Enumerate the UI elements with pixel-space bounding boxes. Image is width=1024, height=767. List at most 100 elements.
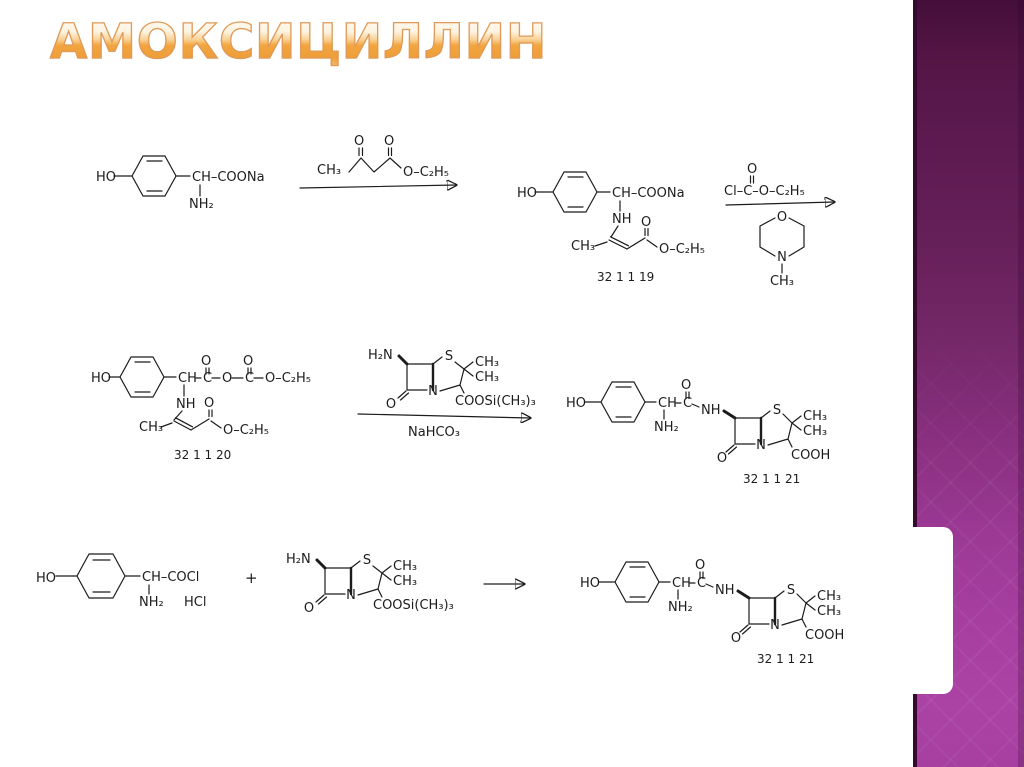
label-s: S (445, 349, 453, 364)
label-cooh: COOH (791, 448, 830, 463)
label-hcl: HCl (184, 595, 206, 610)
bonds (534, 176, 658, 250)
label-ester: O–C₂H₅ (223, 423, 269, 438)
compound-number: 32 1 1 21 (743, 472, 800, 486)
label-ch3: CH₃ (571, 239, 595, 254)
reaction-arrow-2 (725, 202, 834, 205)
label-formula: Cl–C–O–C₂H₅ (724, 184, 805, 199)
label-nh: NH (701, 403, 721, 418)
bonds (749, 175, 755, 184)
label-n: N (428, 384, 438, 399)
label-tms-ester: COOSi(CH₃)₃ (455, 394, 536, 409)
label-o: O (386, 397, 396, 412)
label-nh2: NH₂ (668, 600, 693, 615)
label-ch3: CH₃ (803, 409, 827, 424)
benzene-ring (131, 155, 177, 197)
label-ho: HO (96, 170, 116, 185)
bonds (598, 566, 816, 635)
structure-ethyl-chloroformate: Cl–C–O–C₂H₅ O (724, 162, 805, 199)
label-o: O (695, 558, 705, 573)
label-n: N (770, 618, 780, 633)
label-o: O (201, 354, 211, 369)
label-c: C (697, 576, 706, 591)
label-nh2: NH₂ (654, 420, 679, 435)
structure-apa-tms-ester: H₂N S CH₃ CH₃ N O COOSi(CH₃)₃ (368, 348, 536, 412)
reaction-arrow-1 (299, 185, 456, 188)
label-s: S (363, 553, 371, 568)
compound-number: 32 1 1 19 (597, 270, 654, 284)
label-o: O (731, 631, 741, 646)
label-nh: NH (715, 583, 735, 598)
structure-amoxicillin: HO CH C O NH NH₂ S CH₃ CH₃ N O COOH 32 1… (566, 378, 830, 486)
label-o: O (384, 134, 394, 149)
label-ch: CH (672, 576, 691, 591)
structure-amoxicillin: HO CH C O NH NH₂ S CH₃ CH₃ N O COOH 32 1… (580, 558, 844, 666)
label-cooh: COOH (805, 628, 844, 643)
structure-pg-acid-chloride: HO CH–COCl NH₂ HCl (36, 553, 206, 610)
label-c: C (683, 396, 692, 411)
label-ho: HO (517, 186, 537, 201)
bonds (759, 217, 805, 274)
label-ch3: CH₃ (393, 574, 417, 589)
bonds (584, 386, 802, 455)
label-n: N (346, 588, 356, 603)
structure-phg-sodium-salt: HO CH–COONa NH₂ (96, 155, 265, 212)
wedge-bond (722, 409, 737, 420)
page-title: АМОКСИЦИЛЛИН (49, 13, 548, 70)
label-ho: HO (36, 571, 56, 586)
label-ch3: CH₃ (475, 370, 499, 385)
sidebar-white-notch (896, 527, 953, 694)
benzene-ring (552, 171, 598, 213)
label-ch: CH (178, 371, 197, 386)
label-n: N (777, 250, 787, 265)
label-ch3: CH₃ (475, 355, 499, 370)
label-o: O (641, 215, 651, 230)
structure-mixed-anhydride: HO CH C O O C O O–C₂H₅ NH CH₃ O O–C₂H₅ 3… (91, 354, 311, 462)
label-o: O (747, 162, 757, 177)
structure-enamine-adduct: HO CH–COONa NH CH₃ O O–C₂H₅ 32 1 1 19 (517, 171, 705, 284)
label-h2n: H₂N (286, 552, 311, 567)
label-chain: CH–COONa (192, 170, 265, 185)
reaction-scheme: HO CH–COONa NH₂ CH₃ O O O–C₂H₅ HO CH–COO… (36, 134, 844, 666)
label-chain: CH–COCl (142, 570, 199, 585)
label-ester: O–C₂H₅ (659, 242, 705, 257)
compound-number: 32 1 1 20 (174, 448, 231, 462)
label-c: C (245, 371, 254, 386)
benzene-ring (600, 381, 646, 423)
reaction-arrow-3 (357, 414, 530, 418)
sidebar-right-edge (1018, 0, 1024, 767)
label-ho: HO (91, 371, 111, 386)
label-ch3: CH₃ (803, 424, 827, 439)
label-ch3: CH₃ (317, 163, 341, 178)
benzene-ring (614, 561, 660, 603)
label-h2n: H₂N (368, 348, 393, 363)
structure-apa-tms-ester: H₂N S CH₃ CH₃ N O COOSi(CH₃)₃ (286, 552, 454, 616)
label-ch3: CH₃ (817, 604, 841, 619)
label-o: O (243, 354, 253, 369)
structure-n-methylmorpholine: O N CH₃ (759, 210, 805, 289)
condition-label: NaHCO₃ (408, 425, 460, 440)
bonds (55, 559, 150, 595)
label-amine: NH₂ (139, 595, 164, 610)
label-nh: NH (176, 397, 196, 412)
wedge-bond (736, 589, 751, 600)
label-o: O (222, 371, 232, 386)
label-ho: HO (580, 576, 600, 591)
label-o: O (681, 378, 691, 393)
label-c: C (203, 371, 212, 386)
bonds (108, 361, 264, 431)
structure-ethyl-acetoacetate: CH₃ O O O–C₂H₅ (317, 134, 449, 180)
bonds (397, 356, 474, 401)
label-ch3: CH₃ (770, 274, 794, 289)
label-ho: HO (566, 396, 586, 411)
label-o: O (354, 134, 364, 149)
label-ch3: CH₃ (393, 559, 417, 574)
label-chain: CH–COONa (612, 186, 685, 201)
label-ch: CH (658, 396, 677, 411)
label-ch3: CH₃ (817, 589, 841, 604)
compound-number: 32 1 1 21 (757, 652, 814, 666)
label-ester: O–C₂H₅ (403, 165, 449, 180)
bonds (348, 147, 402, 173)
bonds (113, 160, 201, 197)
